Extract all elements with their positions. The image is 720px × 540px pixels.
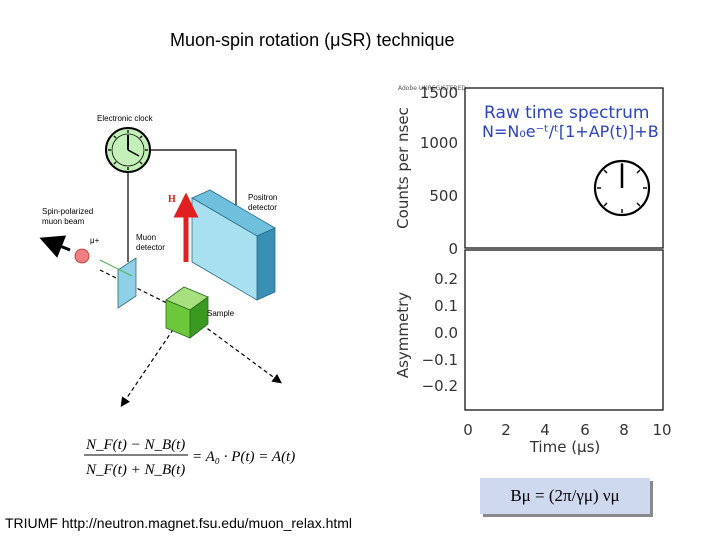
sample-cube-icon [165,299,191,339]
beam-line [99,259,133,277]
watermark: Adobe UNREGISTERED [398,85,466,92]
stopwatch-icon [593,159,651,217]
lower-ytick-minus-0.1: −0.1 [422,351,458,369]
muon-det-label-2: detector [136,243,165,252]
upper-title: Raw time spectrum [484,103,649,123]
upper-formula: N=N₀e⁻ᵗ/ᵗ[1+AP(t)]+B [482,122,659,141]
muon-symbol: μ+ [90,236,100,245]
asymmetry-formula: N_F(t) − N_B(t) N_F(t) + N_B(t) = A₀ · P… [84,437,295,478]
schematic: Electronic clock Positron detector H Muo… [39,114,282,407]
sample-label: Sample [207,309,235,318]
electronic-clock-icon [105,127,151,173]
clock-label: Electronic clock [97,114,154,123]
positron-label-1: Positron [248,193,277,202]
muon-particle-icon [74,248,90,264]
positron-detector-side [256,227,276,301]
formula-rhs: = A₀ · P(t) = A(t) [192,449,295,465]
formula-denominator: N_F(t) + N_B(t) [85,462,185,478]
xtick-4: 4 [540,421,550,439]
lower-ytick-minus-0.2: −0.2 [422,377,458,395]
axis-front [120,311,186,407]
muon-detector [117,257,137,309]
time-spectrum-plot: Adobe UNREGISTERED Raw time spectrum N=N… [394,84,672,456]
lower-ylabel: Asymmetry [394,292,412,378]
positron-label-2: detector [248,203,277,212]
lower-panel [464,249,664,411]
clock-wire-positron [150,149,237,205]
lower-ytick-0.1: 0.1 [434,297,458,315]
upper-ytick-1000: 1000 [420,134,458,152]
xtick-0: 0 [463,421,473,439]
xtick-2: 2 [501,421,511,439]
upper-ylabel: Counts per nsec [394,107,412,229]
xtick-8: 8 [619,421,629,439]
upper-ytick-1500: 1500 [420,84,458,102]
positron-detector [191,197,258,301]
muon-spin-arrow-icon [39,235,71,258]
credit-url: TRIUMF http://neutron.magnet.fsu.edu/muo… [5,515,353,531]
slide-title: Muon-spin rotation (μSR) technique [170,30,455,50]
formula-numerator: N_F(t) − N_B(t) [85,437,185,453]
xtick-10: 10 [652,421,671,439]
muon-det-label-1: Muon [136,233,156,242]
beam-label-2: muon beam [42,217,85,226]
xtick-6: 6 [580,421,590,439]
beam-label-1: Spin-polarized [42,207,93,216]
field-label: H [168,194,176,205]
lower-ytick-0.0: 0.0 [434,324,458,342]
axis-right [184,311,282,384]
upper-ytick-0: 0 [448,240,458,258]
larmor-formula: Bμ = (2π/γμ) νμ [480,478,650,514]
xlabel: Time (μs) [529,438,601,456]
lower-ytick-0.2: 0.2 [434,270,458,288]
upper-ytick-500: 500 [429,187,458,205]
